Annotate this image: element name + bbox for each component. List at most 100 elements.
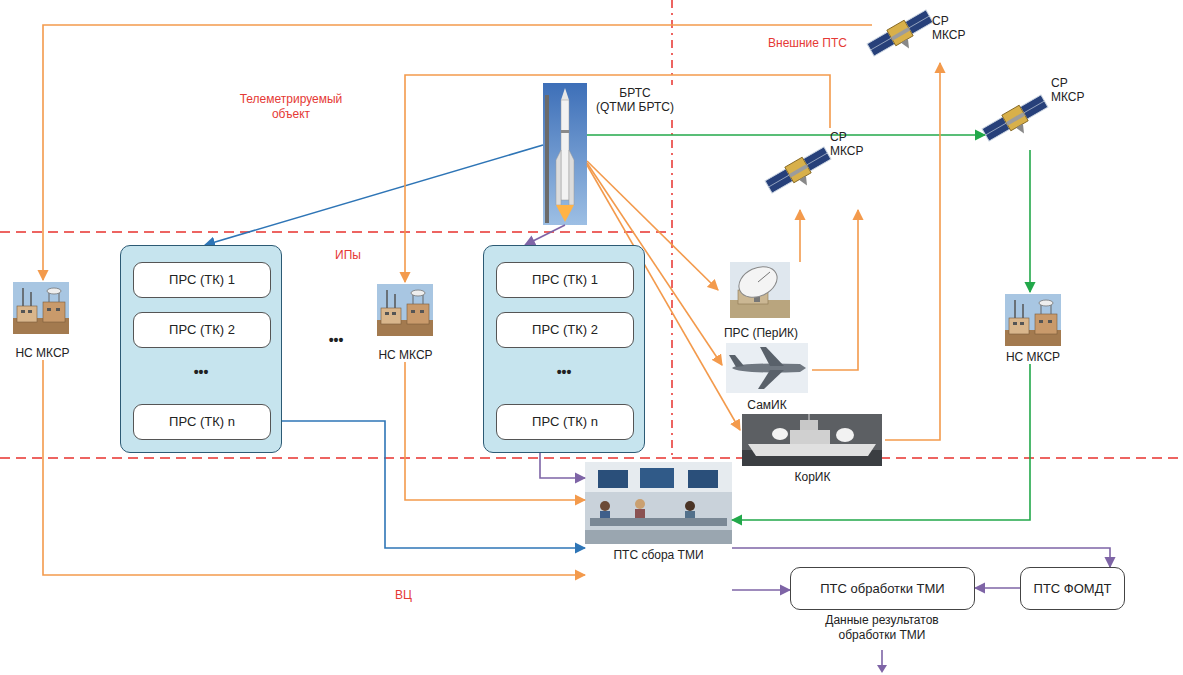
process-box: ПТС ФОМДТ [1020, 567, 1125, 610]
ship-icon [836, 428, 854, 442]
signal-arrow [43, 25, 872, 280]
dish-icon [734, 261, 782, 303]
region-dividers [671, 0, 673, 458]
ground-station-icons [1005, 294, 1061, 346]
relay-satellite: СР МКСР [985, 62, 1095, 150]
node-label: СР МКСР [932, 14, 976, 43]
control-room-photo [585, 462, 732, 544]
dish-icon [758, 272, 770, 282]
node-label: ПТС сбора ТМИ [613, 548, 703, 562]
output-arrow [877, 650, 887, 673]
region-dividers [0, 0, 1183, 458]
satellite-icons [866, 8, 938, 65]
aircraft-icon [726, 343, 808, 393]
node-label: ПРС (ТК) 1 [169, 272, 235, 288]
satellite-icons [764, 145, 836, 202]
rocket-illustration [543, 83, 587, 225]
receiver-box: ПРС (ТК) 1 [133, 262, 271, 298]
node-label: (QТМИ БРТС) [596, 100, 674, 114]
node-label: НС МКСР [1006, 350, 1060, 364]
control-room-photo [590, 518, 727, 526]
ship-icon [742, 414, 882, 466]
node-label: СР МКСР [830, 130, 874, 159]
receiver-box: ПРС (ТК) n [133, 404, 271, 440]
ground-station: НС МКСР [368, 282, 443, 362]
ground-station-icons [13, 282, 69, 334]
node-label: ПРС (ТК) 2 [169, 322, 235, 338]
receiving-dish: ПРС (ПерИК) [718, 262, 804, 340]
signal-arrow [540, 453, 585, 478]
ship-icon [790, 430, 830, 444]
ground-station: НС МКСР [998, 292, 1068, 364]
control-room-photo [635, 499, 645, 509]
ship-icon [742, 414, 882, 466]
control-room-photo [585, 462, 732, 544]
control-room-photo [585, 462, 732, 492]
satellite-icons [764, 8, 1053, 202]
control-room-photo [640, 468, 674, 488]
ship-icon [748, 444, 876, 456]
node-label: БРТС [619, 86, 650, 100]
ellipsis-mark: ••• [194, 364, 209, 382]
rocket-illustration [569, 150, 574, 205]
satellite-icons [981, 93, 1053, 150]
output-note: Данные результатов обработки ТМИ [812, 613, 952, 643]
rocket-illustration [556, 205, 574, 222]
station-group: ПРС (ТК) 1 ПРС (ТК) 2 ПРС (ТК) n [120, 245, 282, 453]
control-room-photo [685, 501, 695, 511]
rocket-illustration [543, 83, 587, 225]
signal-arrow [975, 587, 1020, 589]
node-label: КорИК [795, 470, 831, 484]
region-dividers [0, 457, 1183, 459]
rocket-illustration [561, 100, 569, 200]
output-arrow [877, 665, 887, 673]
receiver-box: ПРС (ТК) 1 [496, 262, 634, 298]
aircraft-icon [729, 355, 744, 367]
node-label: ПРС (ТК) 1 [532, 272, 598, 288]
node-label: ПРС (ТК) 2 [532, 322, 598, 338]
station-group: ПРС (ТК) 1 ПРС (ТК) 2 ПРС (ТК) n [483, 245, 645, 453]
relay-satellite: СР МКСР [768, 128, 873, 210]
signal-arrow [812, 210, 858, 370]
node-label: ПРС (ТК) n [532, 414, 598, 430]
control-room-photo [598, 470, 628, 488]
aircraft-icon [732, 364, 806, 373]
signal-arrow [732, 364, 1030, 520]
aircraft-icon [726, 343, 808, 393]
aircraft-icon [758, 370, 784, 389]
ship-icon [772, 428, 788, 440]
region-label: Внешние ПТС [768, 36, 847, 51]
signal-arrow [1029, 150, 1031, 292]
region-label: ИПы [335, 248, 361, 263]
ellipsis-mark: ••• [557, 364, 572, 382]
relay-satellite: СР МКСР [872, 8, 972, 63]
receiver-box: ПРС (ТК) 2 [133, 312, 271, 348]
output-arrow [881, 650, 883, 666]
collection-center: ПТС сбора ТМИ [585, 462, 732, 598]
control-room-photo [585, 530, 732, 544]
ship-station: КорИК [740, 412, 885, 484]
control-room-photo [688, 470, 718, 488]
signal-arrow [732, 548, 1110, 567]
control-room-photo [635, 509, 645, 519]
node-label: ПТС ФОМДТ [1034, 581, 1112, 597]
ground-station: НС МКСР [5, 280, 80, 360]
node-label: ПРС (ТК) n [169, 414, 235, 430]
ship-icon [800, 420, 818, 430]
signal-arrow [732, 589, 790, 591]
region-label: Телеметрируемый объект [236, 92, 346, 122]
node-label: СамИК [747, 398, 786, 412]
ground-station-icons [377, 284, 433, 336]
rocket-illustration [561, 130, 569, 133]
signal-arrow [885, 63, 940, 440]
node-label: СР МКСР [1051, 76, 1095, 105]
control-room-photo [600, 501, 610, 511]
node-label: ПРС (ПерИК) [724, 326, 798, 340]
region-dividers [0, 231, 668, 233]
aircraft-station: СамИК [722, 342, 812, 412]
node-label: НС МКСР [378, 348, 432, 362]
receiver-box: ПРС (ТК) n [496, 404, 634, 440]
label-patch: БРТС(QТМИ БРТС) [593, 85, 677, 116]
signal-arrow [799, 210, 801, 262]
signal-arrow [587, 134, 985, 136]
